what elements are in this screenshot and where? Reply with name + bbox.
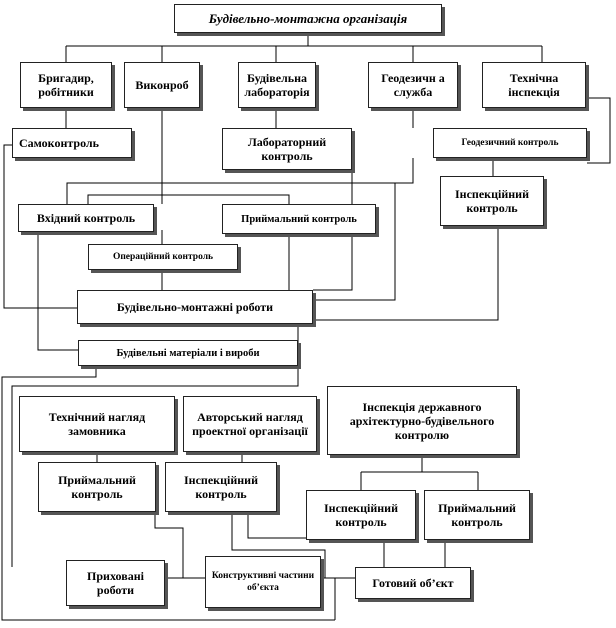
box-structural-parts: Конструктивні частини об’єкта bbox=[205, 556, 321, 608]
box-self-control: Самоконтроль bbox=[12, 128, 132, 158]
box-geodetic-service: Геодезичн а служба bbox=[368, 62, 458, 108]
box-geodetic-control: Геодезичний контроль bbox=[433, 128, 587, 158]
label-self-control: Самоконтроль bbox=[19, 136, 99, 150]
label-materials: Будівельні матеріали і вироби bbox=[116, 347, 260, 359]
label-hidden-works: Приховані роботи bbox=[87, 569, 144, 597]
box-construction-works: Будівельно-монтажні роботи bbox=[77, 290, 313, 324]
box-hidden-works: Приховані роботи bbox=[66, 560, 165, 606]
label-inspection-control-right: Інспекційний контроль bbox=[324, 501, 398, 529]
box-laboratory: Будівельна лабораторія bbox=[238, 62, 316, 108]
organization-title: Будівельно-монтажна організація bbox=[208, 10, 408, 26]
box-customer-supervision: Технічний нагляд замовника bbox=[19, 396, 175, 452]
label-laboratory: Будівельна лабораторія bbox=[244, 71, 310, 99]
box-acceptance-control-top: Приймальний контроль bbox=[222, 204, 376, 234]
box-operational-control: Операційний контроль bbox=[88, 244, 238, 270]
label-state-inspection: Інспекція державного архітектурно-будіве… bbox=[349, 399, 495, 442]
label-lab-control: Лабораторний контроль bbox=[247, 135, 327, 163]
label-tech-inspection: Технічна інспекція bbox=[508, 71, 560, 99]
label-structural-parts: Конструктивні частини об’єкта bbox=[211, 571, 315, 593]
label-vykonrob: Виконроб bbox=[135, 78, 189, 92]
box-acceptance-control-left: Приймальний контроль bbox=[38, 462, 156, 512]
label-brygadyr: Бригадир, робітники bbox=[38, 71, 94, 99]
box-lab-control: Лабораторний контроль bbox=[222, 128, 352, 170]
box-finished-object: Готовий об’єкт bbox=[355, 567, 471, 599]
label-finished-object: Готовий об’єкт bbox=[372, 576, 454, 590]
label-acceptance-control-right: Приймальний контроль bbox=[438, 501, 516, 529]
label-inspection-control-mid: Інспекційний контроль bbox=[184, 473, 258, 501]
box-author-supervision: Авторський нагляд проектної організації bbox=[183, 396, 317, 452]
box-acceptance-control-right: Приймальний контроль bbox=[424, 490, 530, 540]
label-geodetic-control: Геодезичний контроль bbox=[461, 138, 559, 148]
organization-title-box: Будівельно-монтажна організація bbox=[174, 4, 442, 33]
box-state-inspection: Інспекція державного архітектурно-будіве… bbox=[327, 386, 517, 455]
box-tech-inspection: Технічна інспекція bbox=[482, 62, 586, 108]
box-inspection-control-top: Інспекційний контроль bbox=[440, 176, 544, 226]
label-author-supervision: Авторський нагляд проектної організації bbox=[192, 410, 308, 438]
label-geodetic-service: Геодезичн а служба bbox=[381, 71, 445, 99]
label-inspection-control-top: Інспекційний контроль bbox=[455, 187, 529, 215]
box-input-control: Вхідний контроль bbox=[18, 204, 154, 232]
label-input-control: Вхідний контроль bbox=[36, 211, 136, 225]
box-materials: Будівельні матеріали і вироби bbox=[78, 340, 298, 366]
box-brygadyr: Бригадир, робітники bbox=[20, 62, 112, 108]
label-acceptance-control-left: Приймальний контроль bbox=[58, 473, 136, 501]
label-operational-control: Операційний контроль bbox=[112, 252, 214, 262]
box-inspection-control-right: Інспекційний контроль bbox=[306, 490, 416, 540]
label-acceptance-control-top: Приймальний контроль bbox=[241, 213, 357, 225]
box-inspection-control-mid: Інспекційний контроль bbox=[165, 462, 277, 512]
label-customer-supervision: Технічний нагляд замовника bbox=[48, 410, 146, 438]
label-construction-works: Будівельно-монтажні роботи bbox=[116, 300, 274, 314]
box-vykonrob: Виконроб bbox=[124, 62, 200, 108]
